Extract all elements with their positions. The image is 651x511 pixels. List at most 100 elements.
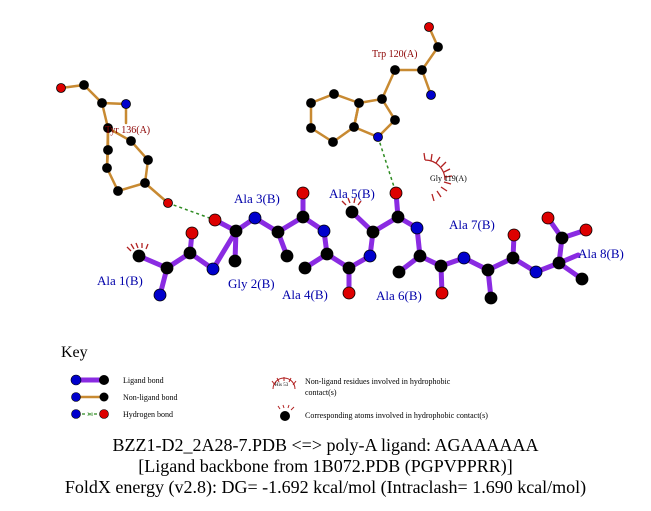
hydrophobic-gly119 <box>423 152 453 202</box>
ligand-residue-label: Ala 1(B) <box>97 273 143 288</box>
atom-carbon <box>97 98 107 108</box>
key-hydrophobic: His 53 Non-ligand residues involved in h… <box>271 377 451 397</box>
ligand-residue-label: Ala 5(B) <box>329 186 375 201</box>
atom-nitrogen <box>121 99 131 109</box>
atom-carbon <box>390 65 400 75</box>
atom-carbon <box>391 210 405 224</box>
key-nonligand-bond-label: Non-ligand bond <box>123 393 177 402</box>
atom-carbon <box>271 225 285 239</box>
ligand-residue-label: Ala 3(B) <box>234 191 280 206</box>
nonligand-bond <box>143 181 170 205</box>
atom-oxygen <box>56 83 66 93</box>
hbond-tyr-ala3 <box>167 202 216 221</box>
atom-carbon <box>328 137 338 147</box>
atom-carbon <box>377 94 387 104</box>
atom-carbon <box>126 136 136 146</box>
hbond-trp-ala5 <box>377 136 397 194</box>
atom-oxygen <box>185 226 199 240</box>
hydrogen-bonds <box>167 136 397 221</box>
ligand-residue-label: Ala 4(B) <box>282 287 328 302</box>
key-hydrophobic-label-2: contact(s) <box>305 388 337 397</box>
caption-line-1: BZZ1-D2_2A28-7.PDB <=> poly-A ligand: AG… <box>112 435 539 455</box>
atom-carbon <box>434 259 448 273</box>
key-hydrogen-bond-label: Hydrogen bond <box>123 410 173 419</box>
atom-carbon <box>433 42 443 52</box>
atom-nitrogen <box>153 288 167 302</box>
key-title: Key <box>61 344 88 361</box>
atom-carbon <box>392 265 406 279</box>
atom-nitrogen <box>426 90 436 100</box>
ligand-residue-label: Gly 2(B) <box>228 276 275 291</box>
key-hydrophobic-label: Non-ligand residues involved in hydropho… <box>305 377 451 386</box>
atom-carbon <box>413 249 427 263</box>
atom-carbon <box>79 80 89 90</box>
atom-carbon <box>296 210 310 224</box>
atom-nitrogen <box>529 265 543 279</box>
key-corresponding-label: Corresponding atoms involved in hydropho… <box>305 411 488 420</box>
key-hydrophobic-sample: His 53 <box>275 383 289 388</box>
atom-oxygen <box>389 186 403 200</box>
atom-carbon <box>298 261 312 275</box>
atom-carbon <box>140 178 150 188</box>
ligand-bonds <box>136 190 589 301</box>
atom-nitrogen <box>248 211 262 225</box>
nonligand-bond <box>380 68 397 101</box>
trp-sidechain <box>420 25 440 97</box>
ligand-residue-label: Ala 6(B) <box>376 288 422 303</box>
key-corresponding-atoms: Corresponding atoms involved in hydropho… <box>277 404 488 421</box>
atom-nitrogen <box>317 224 331 238</box>
atom-carbon <box>229 224 243 238</box>
atom-carbon <box>306 123 316 133</box>
hydrophobic-contacts <box>126 152 453 252</box>
ligand-residue-label: Ala 8(B) <box>578 246 624 261</box>
atom-carbon <box>354 98 364 108</box>
atom-carbon <box>132 249 146 263</box>
atom-carbon <box>366 225 380 239</box>
atom-carbon <box>552 256 566 270</box>
atom-oxygen <box>435 286 449 300</box>
ligand-backbone <box>164 214 581 275</box>
atom-oxygen <box>342 286 356 300</box>
tyr-sidechain <box>59 83 128 125</box>
hydrophobic-residue-label: Gly 119(A) <box>430 174 467 183</box>
atom-carbon <box>342 261 356 275</box>
trp-ring-six <box>309 92 361 144</box>
atom-nitrogen <box>457 251 471 265</box>
atom-nitrogen <box>410 221 424 235</box>
atom-carbon <box>417 65 427 75</box>
key-ligand-bond: Ligand bond <box>70 374 164 386</box>
atom-carbon <box>183 246 197 260</box>
key-hydrogen-bond: 3.0 Hydrogen bond <box>71 409 173 419</box>
atom-nitrogen <box>206 262 220 276</box>
atom-carbon <box>390 115 400 125</box>
atom-oxygen <box>296 186 310 200</box>
atom-carbon <box>320 247 334 261</box>
atom-nitrogen <box>373 132 383 142</box>
protein-residue-label: Tyr 136(A) <box>105 125 150 136</box>
atom-oxygen <box>163 198 173 208</box>
atom-carbon <box>484 291 498 305</box>
atom-carbon <box>280 249 294 263</box>
atom-carbon <box>329 89 339 99</box>
caption-line-3: FoldX energy (v2.8): DG= -1.692 kcal/mol… <box>64 477 587 497</box>
atom-oxygen <box>541 211 555 225</box>
atom-carbon <box>143 155 153 165</box>
atom-carbon <box>306 98 316 108</box>
atom-carbon <box>103 123 113 133</box>
key-hbond-length: 3.0 <box>87 413 94 418</box>
key-ligand-bond-label: Ligand bond <box>123 376 164 385</box>
atom-oxygen <box>424 22 434 32</box>
atom-carbon <box>160 261 174 275</box>
ligand-residue-label: Ala 7(B) <box>449 217 495 232</box>
atom-oxygen <box>208 213 222 227</box>
atom-carbon <box>506 251 520 265</box>
atom-carbon <box>345 205 359 219</box>
atom-nitrogen <box>363 249 377 263</box>
atoms <box>56 22 593 305</box>
atom-oxygen <box>579 223 593 237</box>
atom-carbon <box>555 231 569 245</box>
key-nonligand-bond: Non-ligand bond <box>71 392 177 402</box>
hydrophobic-arc-ala5 <box>341 197 362 206</box>
atom-carbon <box>228 254 242 268</box>
